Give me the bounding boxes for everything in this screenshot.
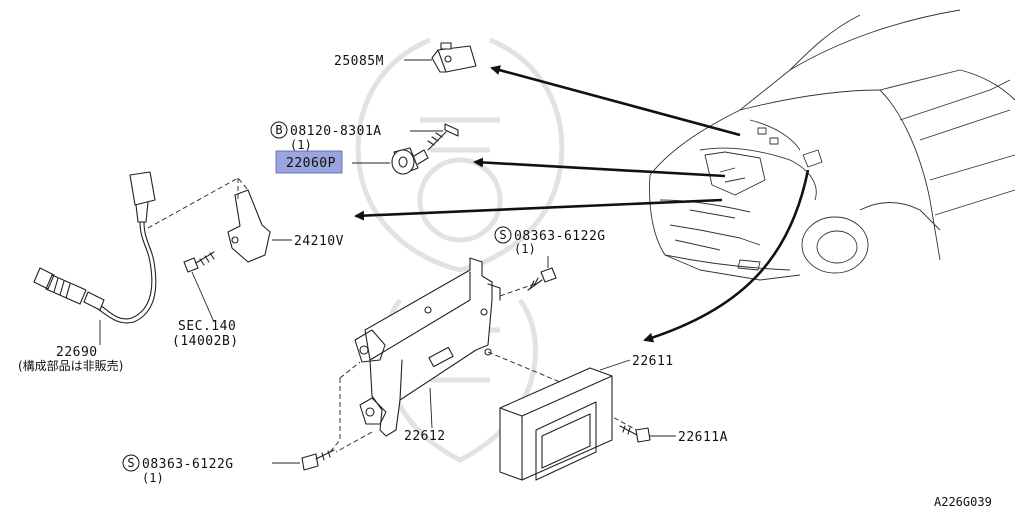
circle-b-marker: B [270,121,288,139]
control-unit-22611 [499,359,631,481]
diagram-code: A226G039 [934,495,992,509]
label-08363-6122g-top[interactable]: 08363-6122G [514,229,606,244]
knock-sensor-22060p [352,147,429,175]
label-22611[interactable]: 22611 [632,354,674,369]
highlight-22060p [275,150,343,174]
screw-08363-6122g-bottom [272,449,335,471]
label-24210v[interactable]: 24210V [294,234,344,249]
svg-text:B: B [275,123,282,137]
bracket-24210v [147,177,292,263]
label-08363-6122g-bottom-qty: (1) [142,471,164,485]
svg-text:S: S [127,456,134,470]
label-22612[interactable]: 22612 [404,429,446,444]
circle-s-marker-bottom: S [122,454,140,472]
label-08363-6122g-bottom[interactable]: 08363-6122G [142,457,234,472]
mounting-dash-lines [329,281,641,453]
bolt-22611a [619,425,676,443]
svg-text:S: S [499,228,506,242]
screw-08363-6122g-top [527,256,557,291]
o2-sensor-22690 [33,171,157,345]
location-arrows [354,65,810,343]
label-22060p[interactable]: 22060P [286,156,336,171]
label-08120-8301a[interactable]: 08120-8301A [290,124,382,139]
label-08120-8301a-qty: (1) [290,138,312,152]
label-14002b: (14002B) [172,334,239,349]
bracket-22612 [354,257,501,437]
label-08363-6122g-top-qty: (1) [514,242,536,256]
sensor-25085m [404,42,477,73]
circle-s-marker-top: S [494,226,512,244]
label-25085m[interactable]: 25085M [334,54,384,69]
label-22690-note: (構成部品は非販売) [18,358,123,373]
label-22690[interactable]: 22690 [56,345,98,360]
label-sec140[interactable]: SEC.140 [178,319,236,334]
label-22611a[interactable]: 22611A [678,430,728,445]
car-illustration [649,9,1016,281]
bolt-08120-8301a [410,123,459,151]
bolt-sec140 [183,251,215,323]
